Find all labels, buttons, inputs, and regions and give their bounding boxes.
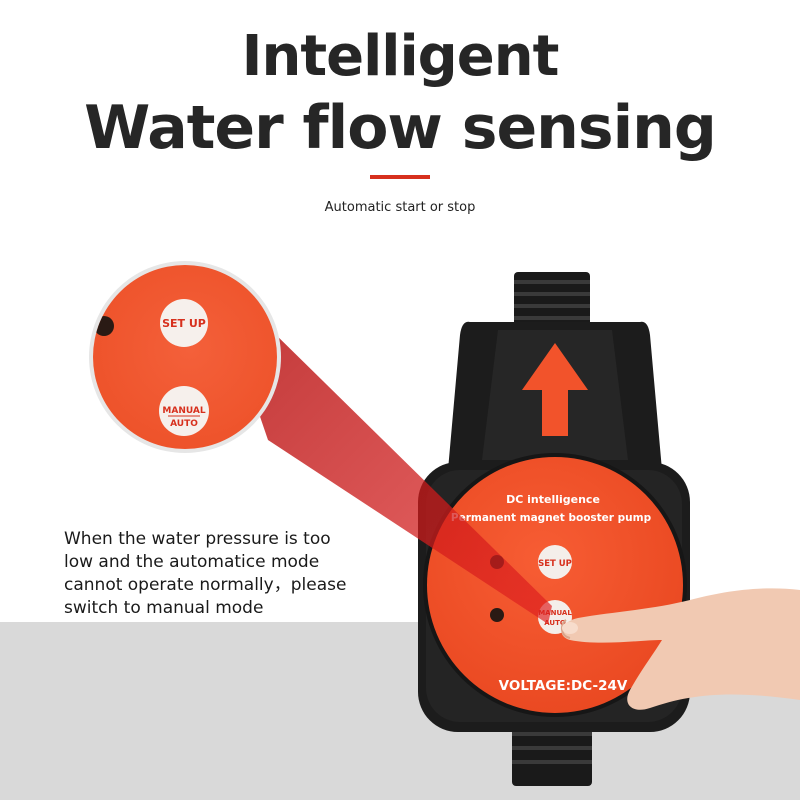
setup-button[interactable]: SET UP bbox=[538, 545, 572, 579]
headline-line-2: Water flow sensing bbox=[84, 93, 717, 163]
zoom-inset: SET UP MANUAL AUTO bbox=[89, 261, 281, 453]
zoom-manual-auto-button: MANUAL AUTO bbox=[159, 386, 209, 436]
panel-brand-text: DC intelligence bbox=[506, 493, 600, 506]
flow-arrow-icon bbox=[522, 343, 588, 436]
accent-divider bbox=[370, 175, 430, 179]
headline: Intelligent Water flow sensing bbox=[0, 22, 800, 164]
manual-mode-note: When the water pressure is too low and t… bbox=[64, 529, 347, 618]
auto-label: AUTO bbox=[544, 619, 566, 627]
voltage-label: VOLTAGE:DC-24V bbox=[499, 678, 628, 694]
control-panel: DC intelligence Permanent magnet booster… bbox=[423, 453, 687, 717]
zoom-setup-label: SET UP bbox=[162, 317, 206, 330]
manual-label: MANUAL bbox=[538, 609, 572, 617]
zoom-manual-label: MANUAL bbox=[162, 406, 205, 416]
subtitle: Automatic start or stop bbox=[324, 200, 476, 215]
headline-line-1: Intelligent bbox=[241, 24, 560, 89]
magnifier-beam bbox=[210, 270, 552, 624]
indicator-light bbox=[490, 608, 504, 622]
zoom-auto-label: AUTO bbox=[170, 419, 198, 429]
panel-model-text: Permanent magnet booster pump bbox=[451, 512, 652, 524]
pressing-hand bbox=[560, 588, 800, 710]
zoom-setup-button: SET UP bbox=[160, 299, 208, 347]
pump-bottom-outlet bbox=[512, 720, 592, 786]
setup-button-label: SET UP bbox=[538, 559, 572, 569]
pump-top-outlet bbox=[514, 272, 590, 328]
